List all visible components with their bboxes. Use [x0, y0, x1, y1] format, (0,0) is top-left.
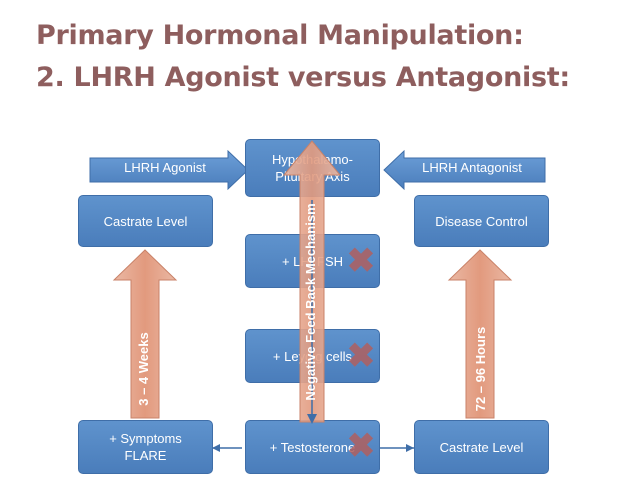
bottom-connector-right-head: [406, 444, 414, 452]
right-up-arrow: [447, 249, 513, 419]
castrate-level-top-box: Castrate Level: [78, 195, 213, 247]
x-mark-icon: ✖: [346, 242, 376, 280]
antagonist-label: LHRH Antagonist: [422, 160, 522, 175]
x-mark-icon: ✖: [346, 337, 376, 375]
symptoms-line-1: + Symptoms: [109, 431, 182, 446]
title-line-2: 2. LHRH Agonist versus Antagonist:: [36, 62, 570, 93]
castrate-level-bottom-label: Castrate Level: [439, 439, 524, 455]
feedback-down-head: [307, 414, 317, 424]
left-up-arrow: [112, 249, 178, 419]
castrate-level-top-label: Castrate Level: [103, 213, 188, 229]
castrate-level-bottom-box: Castrate Level: [414, 420, 549, 474]
agonist-label: LHRH Agonist: [124, 160, 206, 175]
title-line-1: Primary Hormonal Manipulation:: [36, 20, 524, 51]
right-time-label: 72 – 96 Hours: [473, 326, 488, 412]
x-mark-icon: ✖: [346, 427, 376, 465]
antagonist-arrow: [383, 149, 546, 191]
left-time-label: 3 – 4 Weeks: [136, 332, 151, 406]
testosterone-box: + Testosterone: [245, 420, 380, 474]
disease-control-label: Disease Control: [435, 213, 528, 229]
agonist-arrow: [89, 149, 249, 191]
feedback-label: Negative Feed Back Mechanism: [303, 203, 318, 401]
testosterone-label: + Testosterone: [269, 439, 356, 455]
disease-control-box: Disease Control: [414, 195, 549, 247]
symptoms-line-2: FLARE: [124, 448, 167, 463]
bottom-connector-left-head: [212, 444, 220, 452]
